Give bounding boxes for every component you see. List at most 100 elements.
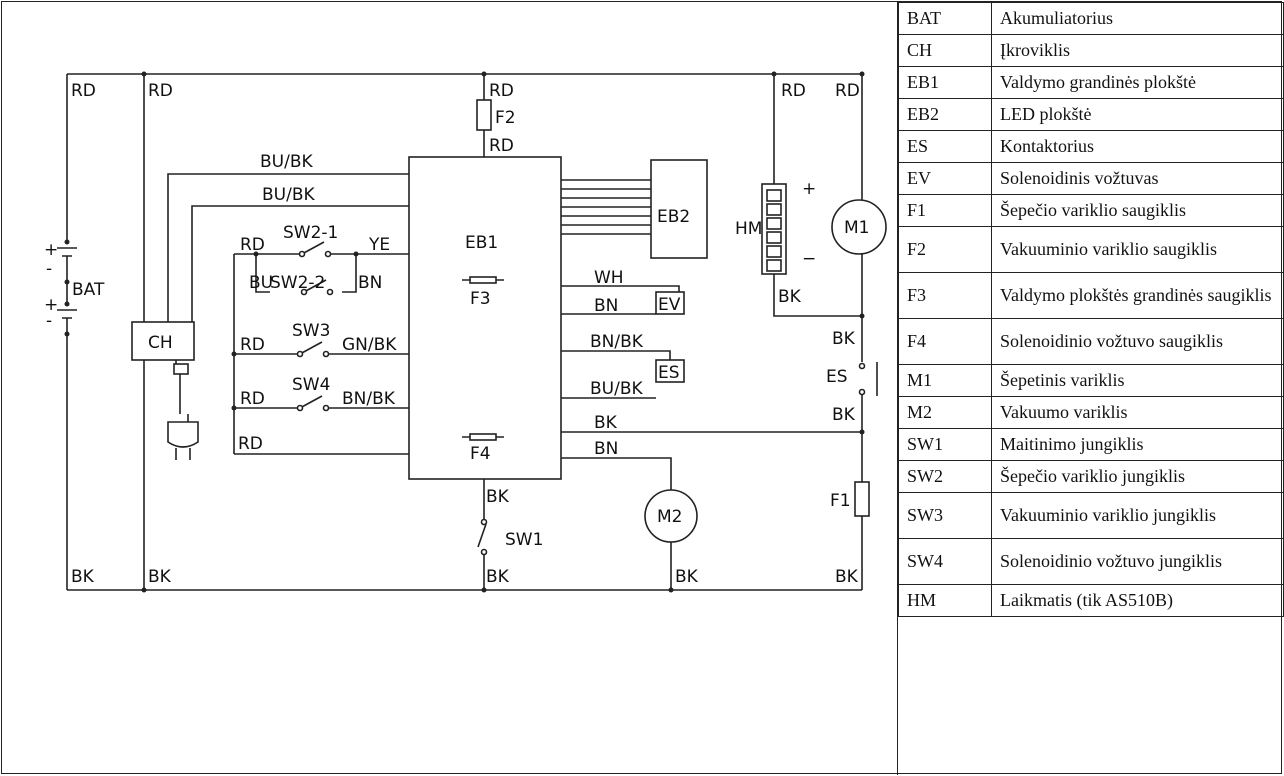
wire-label-bn-sw2: BN bbox=[358, 273, 382, 293]
fuse-f1-label: F1 bbox=[830, 491, 851, 511]
legend-code: SW2 bbox=[898, 460, 992, 493]
wire-label-rd-f2-top: RD bbox=[489, 81, 514, 101]
legend-description: Kontaktorius bbox=[991, 130, 1284, 163]
fuse-f2-symbol bbox=[476, 99, 492, 131]
legend-code: EV bbox=[898, 162, 992, 195]
hm-label: HM bbox=[735, 219, 762, 239]
ev-box bbox=[655, 291, 685, 315]
plug-icon bbox=[167, 421, 199, 448]
wire-label-bubk-1: BU/BK bbox=[260, 152, 313, 172]
fuse-f2-label: F2 bbox=[495, 108, 516, 128]
legend-code: SW3 bbox=[898, 492, 992, 539]
legend-code: SW1 bbox=[898, 428, 992, 461]
wire-ev bbox=[561, 285, 680, 315]
wire-label-gnbk: GN/BK bbox=[342, 335, 397, 355]
wire-label-bk-es-bot: BK bbox=[832, 405, 856, 425]
charger-cord-strain bbox=[173, 363, 189, 375]
fuse-f3-symbol bbox=[462, 276, 504, 284]
fuse-f4-label: F4 bbox=[470, 444, 491, 464]
legend-code: F2 bbox=[898, 226, 992, 273]
switch-sw1-label: SW1 bbox=[505, 530, 543, 550]
wire-label-bn-ev: BN bbox=[594, 296, 618, 316]
battery-minus-label-2: - bbox=[46, 311, 52, 331]
wire-label-bu: BU bbox=[249, 273, 273, 293]
motor-m2-label: M2 bbox=[657, 507, 682, 527]
legend-code: BAT bbox=[898, 2, 992, 35]
contactor-es-label: ES bbox=[826, 367, 848, 387]
legend-code: F1 bbox=[898, 194, 992, 227]
legend-description: Solenoidinis vožtuvas bbox=[991, 162, 1284, 195]
wire-es bbox=[561, 350, 671, 399]
legend-description: Įkroviklis bbox=[991, 34, 1284, 67]
motor-m1-label: M1 bbox=[844, 218, 869, 238]
wire-bus-eb2 bbox=[561, 179, 651, 235]
legend-description: Valdymo plokštės grandinės saugiklis bbox=[991, 272, 1284, 319]
legend-description: Vakuuminio variklio saugiklis bbox=[991, 226, 1284, 273]
legend-code: HM bbox=[898, 584, 992, 617]
legend-code: CH bbox=[898, 34, 992, 67]
legend-code: EB1 bbox=[898, 66, 992, 99]
wire-label-rd-sw4: RD bbox=[240, 389, 265, 409]
eb1-board bbox=[408, 156, 562, 480]
wire-label-rd-f2-bot: RD bbox=[489, 136, 514, 156]
ev-label: EV bbox=[658, 295, 681, 315]
fuse-f1-symbol bbox=[854, 481, 870, 517]
eb1-label: EB1 bbox=[465, 233, 498, 253]
wire-label-bk-es-top: BK bbox=[832, 329, 856, 349]
hm-plus-label: + bbox=[802, 179, 816, 199]
eb2-board bbox=[650, 159, 708, 259]
wiring-diagram: + - + - BAT CH BU/BK BU/BK EB1 F3 bbox=[2, 2, 898, 775]
battery-minus-label: - bbox=[46, 259, 52, 279]
wire-bubk-1 bbox=[167, 173, 409, 322]
wire-label-wh: WH bbox=[594, 268, 624, 288]
legend-description: Šepečio variklio jungiklis bbox=[991, 460, 1284, 493]
fuse-f4-symbol bbox=[462, 433, 504, 441]
wiring-schematic: + - + - BAT CH BU/BK BU/BK EB1 F3 bbox=[44, 71, 887, 593]
legend-description: LED plokštė bbox=[991, 98, 1284, 131]
legend-code: EB2 bbox=[898, 98, 992, 131]
battery-plus-label: + bbox=[44, 240, 58, 260]
legend-code: M1 bbox=[898, 364, 992, 397]
wire-label-bk-hm: BK bbox=[778, 287, 802, 307]
motor-m1 bbox=[831, 199, 887, 255]
wire-label-bn-m2: BN bbox=[594, 439, 618, 459]
legend-code: ES bbox=[898, 130, 992, 163]
fuse-f3-label: F3 bbox=[470, 289, 491, 309]
switch-sw3-label: SW3 bbox=[292, 321, 330, 341]
eb2-label: EB2 bbox=[657, 207, 690, 227]
wire-label-rd-left-2: RD bbox=[148, 81, 173, 101]
legend-description: Solenoidinio vožtuvo saugiklis bbox=[991, 318, 1284, 365]
wire-label-rd-sw2: RD bbox=[240, 235, 265, 255]
es-box-label: ES bbox=[658, 363, 680, 383]
legend-description: Vakuuminio variklio jungiklis bbox=[991, 492, 1284, 539]
legend-description: Šepetinis variklis bbox=[991, 364, 1284, 397]
wire-label-rd-sw3: RD bbox=[240, 335, 265, 355]
wire-label-rd-left-1: RD bbox=[71, 81, 96, 101]
wire-label-bubk-2: BU/BK bbox=[262, 185, 315, 205]
wire-label-rd-right-2: RD bbox=[835, 81, 860, 101]
wire-label-bubk-es: BU/BK bbox=[590, 379, 643, 399]
wire-label-bk-m2: BK bbox=[675, 567, 699, 587]
wire-label-bk-sw1-bot: BK bbox=[486, 567, 510, 587]
switch-sw2-2-label: SW2-2 bbox=[270, 273, 325, 293]
legend-code: F4 bbox=[898, 318, 992, 365]
wire-label-bk-es: BK bbox=[594, 413, 618, 433]
hm-minus-label: − bbox=[802, 249, 816, 269]
battery-plus-label-2: + bbox=[44, 295, 58, 315]
wire-label-bnbk-es: BN/BK bbox=[590, 332, 644, 352]
legend-description: Solenoidinio vožtuvo jungiklis bbox=[991, 538, 1284, 585]
wire-hm bbox=[773, 74, 862, 317]
